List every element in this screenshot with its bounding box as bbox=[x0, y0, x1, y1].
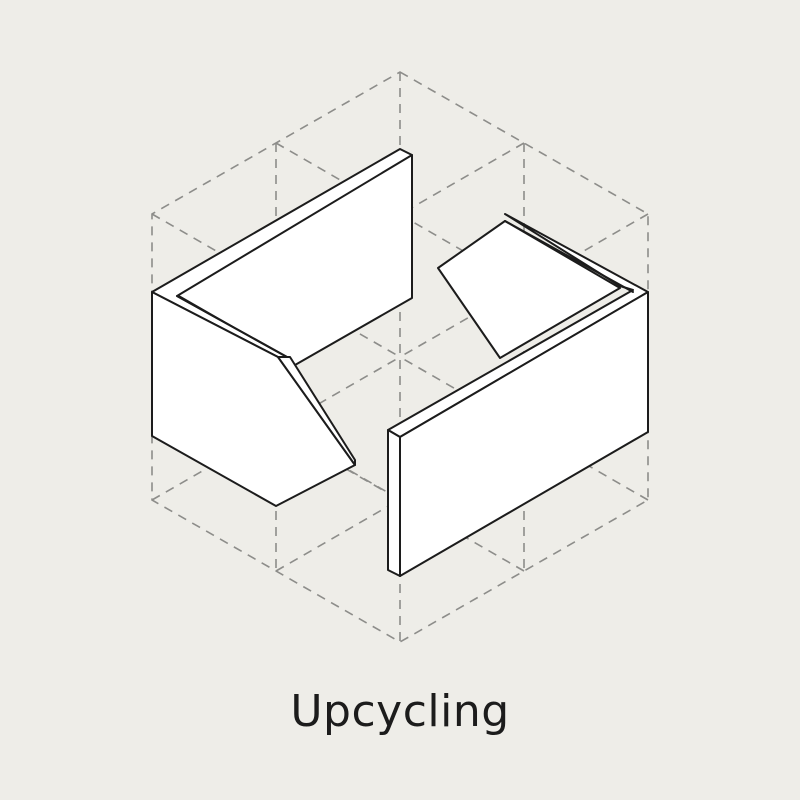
caption-label: Upcycling bbox=[290, 686, 510, 737]
left-block-inner-edge bbox=[176, 295, 288, 358]
right-block bbox=[387, 213, 649, 577]
left-block bbox=[151, 148, 413, 507]
right-block-back-panel bbox=[437, 220, 621, 359]
right-block-end-face bbox=[387, 429, 401, 577]
right-block-inner-edge bbox=[504, 220, 634, 293]
left-block-front-face bbox=[151, 291, 356, 507]
